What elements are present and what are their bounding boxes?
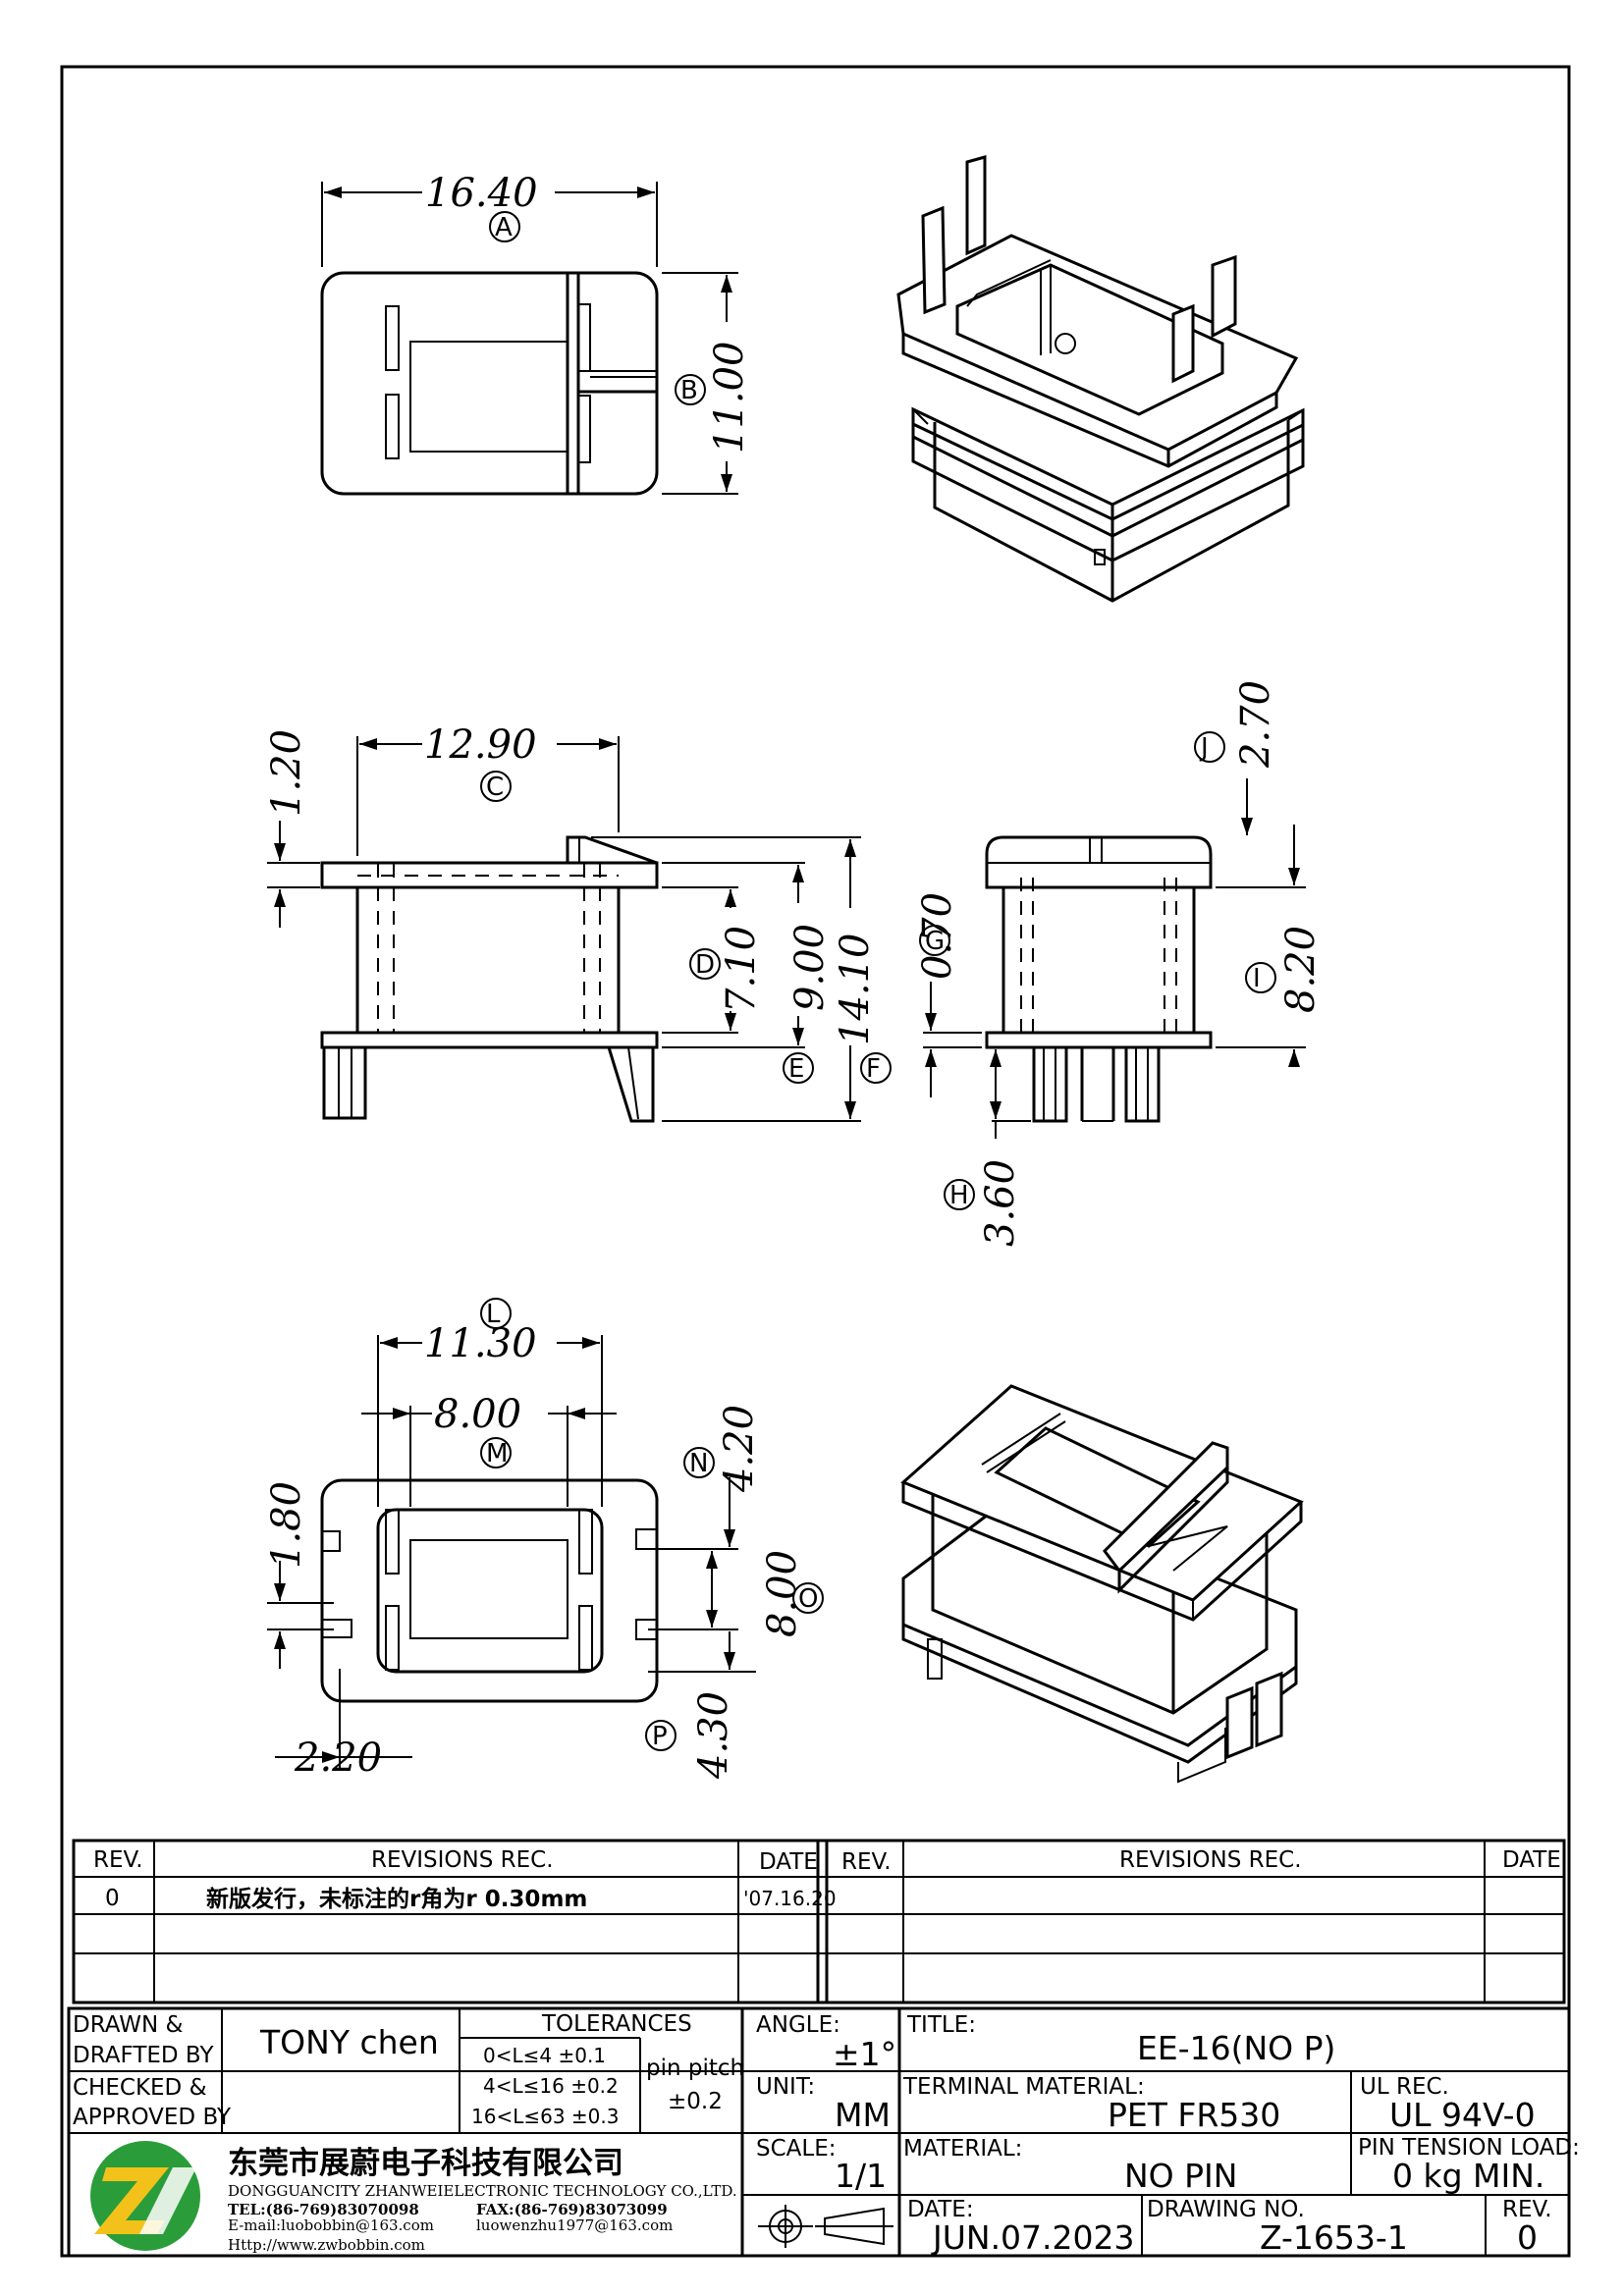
checked-by-label-2: APPROVED BY <box>73 2105 232 2130</box>
dim-f-label: F <box>866 1054 881 1084</box>
dim-p-value: 4.30 <box>691 1691 736 1780</box>
tolerance-row-1: 0<L≤4 ±0.1 <box>483 2044 606 2067</box>
drawing-no-value: Z-1653-1 <box>1260 2218 1408 2257</box>
dim-o-value: 8.00 <box>760 1550 805 1637</box>
dim-120-value: 1.20 <box>264 729 309 817</box>
tolerance-row-3: 16<L≤63 ±0.3 <box>471 2105 619 2128</box>
revision-row-rec: 新版发行，未标注的r角为r 0.30mm <box>206 1886 587 1912</box>
sheet-border <box>60 65 1571 2258</box>
dim-c-label: C <box>486 773 504 802</box>
date-header-right: DATE <box>1502 1847 1561 1873</box>
dim-m-value: 8.00 <box>434 1392 521 1437</box>
rec-header-right: REVISIONS REC. <box>1119 1847 1302 1873</box>
dim-g-label: G <box>925 927 945 956</box>
dim-n-value: 4.20 <box>717 1405 762 1493</box>
dim-d-value: 7.10 <box>719 926 764 1013</box>
material-label: MATERIAL: <box>903 2136 1022 2162</box>
ul-rec-value: UL 94V-0 <box>1389 2096 1536 2134</box>
dim-d-label: D <box>695 950 715 980</box>
dim-a-value: 16.40 <box>425 171 538 216</box>
side-view: 2.70 J 8.20 I 0.70 G 3.60 H <box>915 680 1324 1247</box>
ul-rec-label: UL REC. <box>1360 2074 1449 2100</box>
projection-symbol-icon <box>758 2205 893 2248</box>
pin-tension-value: 0 kg MIN. <box>1392 2157 1544 2195</box>
drawn-by-value: TONY chen <box>259 2023 439 2061</box>
rev-value: 0 <box>1517 2218 1538 2257</box>
date-value: JUN.07.2023 <box>931 2218 1135 2257</box>
company-name-cn: 东莞市展蔚电子科技有限公司 <box>228 2146 623 2181</box>
dim-n-label: N <box>689 1449 708 1478</box>
isometric-view-top <box>896 155 1305 603</box>
scale-label: SCALE: <box>756 2136 837 2162</box>
dim-e-value: 9.00 <box>787 924 833 1011</box>
pin-pitch-tolerance: ±0.2 <box>668 2089 723 2114</box>
dim-a-label: A <box>495 213 513 242</box>
material-value: NO PIN <box>1124 2157 1237 2195</box>
rec-header-left: REVISIONS REC. <box>371 1847 554 1873</box>
angle-label: ANGLE: <box>756 2012 840 2038</box>
rev-header-left: REV. <box>93 1847 143 1873</box>
dim-b-value: 11.00 <box>707 341 752 454</box>
dim-c-value: 12.90 <box>424 722 537 768</box>
revision-row-date: '07.16.20 <box>743 1887 837 1910</box>
dim-l-value: 11.30 <box>424 1321 537 1366</box>
checked-by-label-1: CHECKED & <box>73 2075 207 2101</box>
dim-220-value: 2.20 <box>294 1735 382 1781</box>
rev-label: REV. <box>1502 2197 1552 2222</box>
date-header-left: DATE <box>759 1849 818 1875</box>
unit-label: UNIT: <box>756 2074 815 2100</box>
company-name-en: DONGGUANCITY ZHANWEIELECTRONIC TECHNOLOG… <box>228 2182 737 2200</box>
dim-g-value: 0.70 <box>915 892 960 980</box>
drawing-no-label: DRAWING NO. <box>1147 2197 1305 2222</box>
drawn-by-label-1: DRAWN & <box>73 2012 183 2038</box>
company-fax: FAX:(86-769)83073099 <box>476 2201 668 2218</box>
company-tel: TEL:(86-769)83070098 <box>228 2201 419 2218</box>
dim-l-label: L <box>486 1300 501 1329</box>
terminal-material-value: PET FR530 <box>1108 2096 1280 2134</box>
dim-h-label: H <box>949 1181 969 1210</box>
unit-value: MM <box>835 2096 891 2134</box>
pin-tension-label: PIN TENSION LOAD: <box>1358 2135 1580 2161</box>
revision-table: REV. REVISIONS REC. DATE REV. REVISIONS … <box>72 1839 1566 2004</box>
front-view: 12.90 C 1.20 7.10 D 9.00 E 14.10 F <box>264 722 892 1123</box>
dim-i-value: 8.20 <box>1278 926 1324 1013</box>
rev-header-right: REV. <box>841 1849 892 1875</box>
revision-row-rev: 0 <box>105 1886 120 1911</box>
dim-i-label: I <box>1253 964 1261 993</box>
dim-h-value: 3.60 <box>978 1159 1023 1247</box>
company-website: Http://www.zwbobbin.com <box>228 2236 425 2254</box>
dim-m-label: M <box>486 1439 508 1468</box>
company-logo-icon <box>90 2141 200 2251</box>
dim-f-value: 14.10 <box>833 933 878 1045</box>
company-email-2: luowenzhu1977@163.com <box>476 2216 673 2234</box>
title-label: TITLE: <box>906 2012 976 2038</box>
dim-180-value: 1.80 <box>264 1481 309 1569</box>
tolerance-row-2: 4<L≤16 ±0.2 <box>483 2074 619 2098</box>
tolerances-title: TOLERANCES <box>541 2011 692 2037</box>
dim-j-label: J <box>1199 733 1209 763</box>
scale-value: 1/1 <box>835 2157 887 2195</box>
angle-value: ±1° <box>833 2035 896 2073</box>
dim-j-value: 2.70 <box>1233 680 1278 769</box>
dim-b-label: B <box>680 376 698 405</box>
date-label: DATE: <box>907 2197 974 2222</box>
bottom-view: 11.30 L 8.00 M 1.80 2.20 4.20 N 8 <box>264 1298 824 1781</box>
dim-p-label: P <box>652 1722 668 1751</box>
dim-o-label: O <box>798 1584 818 1614</box>
pin-pitch-label: pin pitch <box>646 2056 744 2081</box>
drawn-by-label-2: DRAFTED BY <box>73 2043 214 2068</box>
company-email: E-mail:luobobbin@163.com <box>228 2216 434 2234</box>
terminal-material-label: TERMINAL MATERIAL: <box>902 2074 1145 2100</box>
top-view: 16.40 A 11.00 B <box>320 171 752 496</box>
dim-e-label: E <box>788 1054 804 1084</box>
isometric-view-bottom <box>900 1384 1304 1784</box>
title-value: EE-16(NO P) <box>1137 2029 1335 2067</box>
title-block: DRAWN & DRAFTED BY TONY chen CHECKED & A… <box>67 2006 1580 2258</box>
